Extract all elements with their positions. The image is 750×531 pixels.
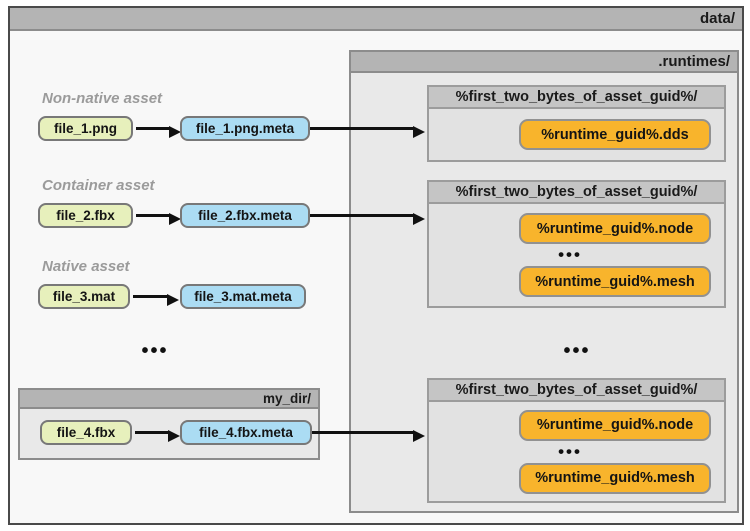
arrow-meta4-to-guid-folder xyxy=(311,429,425,442)
runtime-files-ellipsis: ••• xyxy=(558,245,582,264)
arrow-meta1-to-guid-folder xyxy=(309,125,425,138)
meta-file-pill-4: file_4.fbx.meta xyxy=(180,420,312,445)
runtimes-folder-label: .runtimes/ xyxy=(658,53,730,70)
guid-folder-header-1: %first_two_bytes_of_asset_guid%/ xyxy=(429,87,724,109)
runtime-file-pill-node: %runtime_guid%.node xyxy=(519,409,711,441)
source-file-pill-2: file_2.fbx xyxy=(38,203,133,228)
guid-folder-box-3: %first_two_bytes_of_asset_guid%/ %runtim… xyxy=(427,378,726,503)
guid-folder-header-2: %first_two_bytes_of_asset_guid%/ xyxy=(429,182,724,204)
guid-folder-body-3: %runtime_guid%.node ••• %runtime_guid%.m… xyxy=(429,402,724,501)
my-dir-header: my_dir/ xyxy=(20,390,318,409)
data-folder-header: data/ xyxy=(10,8,742,31)
guid-folder-body-2: %runtime_guid%.node ••• %runtime_guid%.m… xyxy=(429,204,724,306)
guid-folder-label-1: %first_two_bytes_of_asset_guid%/ xyxy=(455,89,698,105)
runtime-file-pill-mesh: %runtime_guid%.mesh xyxy=(519,462,711,494)
guid-folder-body-1: %runtime_guid%.dds xyxy=(429,109,724,160)
guid-folder-box-1: %first_two_bytes_of_asset_guid%/ %runtim… xyxy=(427,85,726,162)
guid-folder-box-2: %first_two_bytes_of_asset_guid%/ %runtim… xyxy=(427,180,726,308)
runtimes-groups-ellipsis: ••• xyxy=(563,340,591,362)
guid-folder-label-3: %first_two_bytes_of_asset_guid%/ xyxy=(455,382,698,398)
assets-ellipsis: ••• xyxy=(141,340,169,362)
arrow-meta2-to-guid-folder xyxy=(309,212,425,225)
source-file-pill-4: file_4.fbx xyxy=(40,420,132,445)
asset-category-label-native: Native asset xyxy=(42,258,130,275)
arrow-file3-to-meta xyxy=(133,293,179,306)
runtimes-folder-header: .runtimes/ xyxy=(351,52,737,73)
guid-folder-header-3: %first_two_bytes_of_asset_guid%/ xyxy=(429,380,724,402)
my-dir-label: my_dir/ xyxy=(262,391,311,406)
guid-folder-label-2: %first_two_bytes_of_asset_guid%/ xyxy=(455,184,698,200)
arrow-file2-to-meta xyxy=(136,212,181,225)
asset-category-label-container: Container asset xyxy=(42,177,155,194)
source-file-pill-1: file_1.png xyxy=(38,116,133,141)
arrow-file1-to-meta xyxy=(136,125,181,138)
source-file-pill-3: file_3.mat xyxy=(38,284,130,309)
meta-file-pill-3: file_3.mat.meta xyxy=(180,284,306,309)
runtime-file-pill-mesh: %runtime_guid%.mesh xyxy=(519,266,711,297)
runtime-file-pill-node: %runtime_guid%.node xyxy=(519,213,711,244)
asset-category-label-non-native: Non-native asset xyxy=(42,90,163,107)
runtime-file-pill-dds: %runtime_guid%.dds xyxy=(519,119,711,150)
meta-file-pill-1: file_1.png.meta xyxy=(180,116,310,141)
arrow-file4-to-meta xyxy=(135,429,180,442)
data-folder-label: data/ xyxy=(699,10,735,27)
runtime-files-ellipsis: ••• xyxy=(558,441,582,461)
meta-file-pill-2: file_2.fbx.meta xyxy=(180,203,310,228)
